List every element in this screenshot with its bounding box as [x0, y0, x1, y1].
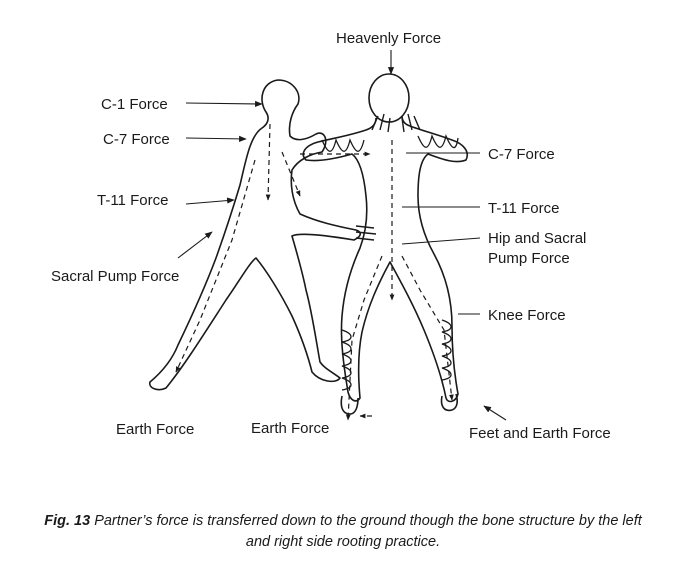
rooting-diagram [148, 50, 507, 421]
force-flow [175, 123, 454, 421]
practitioner-figure [302, 73, 468, 415]
label-c7-force-right: C-7 Force [488, 146, 555, 163]
leader-arrows [177, 50, 507, 421]
caption-fig-label: Fig. 13 [44, 513, 91, 529]
label-feet-earth-force: Feet and Earth Force [469, 425, 611, 442]
caption-text: Partner’s force is transferred down to t… [94, 513, 642, 550]
figure-caption: Fig. 13 Partner’s force is transferred d… [40, 511, 646, 553]
label-t11-force-right: T-11 Force [488, 200, 560, 217]
partner-figure [148, 79, 362, 391]
label-c1-force: C-1 Force [101, 96, 168, 113]
label-sacral-pump-force: Sacral Pump Force [51, 268, 180, 285]
label-heavenly-force: Heavenly Force [336, 30, 442, 47]
label-hip-sacral-pump-force: Hip and Sacral Pump Force [488, 230, 587, 267]
hand-marks [355, 113, 421, 241]
label-c7-force-left: C-7 Force [103, 131, 170, 148]
label-t11-force-left: T-11 Force [97, 192, 169, 209]
label-knee-force: Knee Force [488, 307, 566, 324]
label-earth-force-mid: Earth Force [251, 420, 330, 437]
label-earth-force-left: Earth Force [116, 421, 195, 438]
